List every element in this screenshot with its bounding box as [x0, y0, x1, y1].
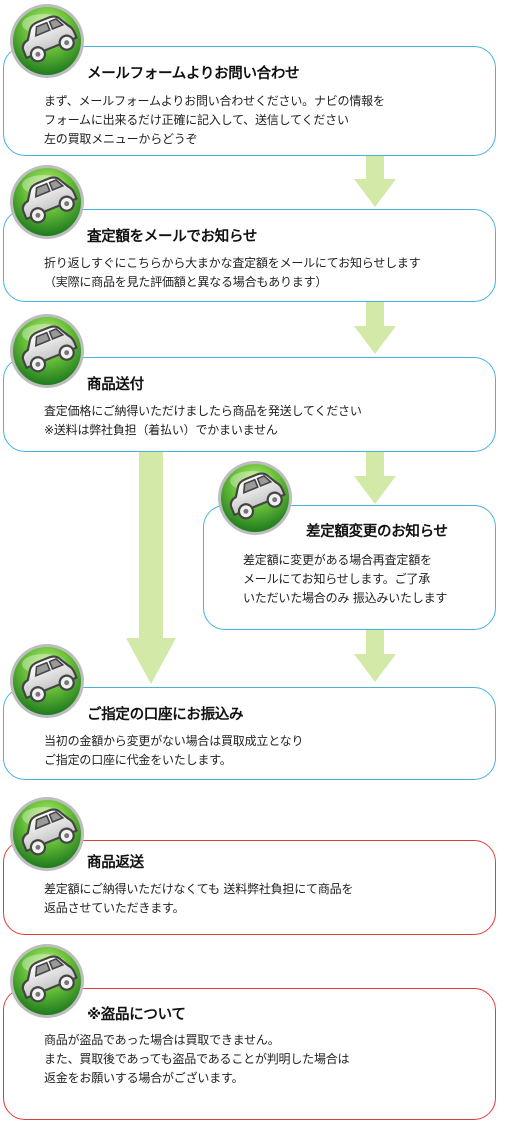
arrow-down-icon — [354, 452, 396, 504]
arrow-down-icon — [354, 302, 396, 354]
car-icon — [8, 642, 86, 720]
step-description: 査定価格にご納得いただけましたら商品を発送してください ※送料は弊社負担（着払い… — [44, 404, 362, 437]
step-title: メールフォームよりお問い合わせ — [87, 66, 300, 82]
step-title: 差定額変更のお知らせ — [306, 524, 448, 540]
step-description: 折り返しすぐにこちらから大まかな査定額をメールにてお知らせします （実際に商品を… — [44, 256, 421, 289]
car-icon — [8, 312, 86, 390]
step-box-inquiry — [3, 46, 496, 156]
arrow-down-icon — [354, 155, 396, 207]
step-description: 商品が盗品であった場合は買取できません。 また、買取後であっても盗品であることが… — [44, 1033, 350, 1085]
car-icon — [216, 459, 294, 537]
step-title: ご指定の口座にお振込み — [87, 707, 244, 723]
step-title: 商品送付 — [87, 377, 144, 393]
step-description: 当初の金額から変更がない場合は買取成立となり ご指定の口座に代金をいたします。 — [44, 734, 304, 767]
car-icon — [8, 2, 86, 80]
step-title: ※盗品について — [87, 1007, 186, 1023]
step-title: 商品返送 — [87, 855, 144, 871]
step-title: 査定額をメールでお知らせ — [87, 229, 258, 245]
step-box-shipping — [3, 357, 496, 452]
car-icon — [8, 942, 86, 1020]
car-icon — [8, 795, 86, 873]
step-description: まず、メールフォームよりお問い合わせください。ナビの情報を フォームに出来るだけ… — [44, 94, 385, 146]
step-box-return — [3, 840, 496, 935]
step-box-payment — [3, 687, 496, 780]
step-description: 差定額にご納得いただけなくても 送料弊社負担にて商品を 返品させていただきます。 — [44, 882, 354, 915]
arrow-down-icon — [354, 630, 396, 682]
step-box-estimate — [3, 209, 496, 302]
arrow-down-icon — [126, 452, 176, 684]
step-box-stolen-goods — [3, 988, 496, 1120]
car-icon — [8, 163, 86, 241]
step-description: 差定額に変更がある場合再査定額を メールにてお知らせします。ご了承 いただいた場… — [243, 553, 448, 605]
